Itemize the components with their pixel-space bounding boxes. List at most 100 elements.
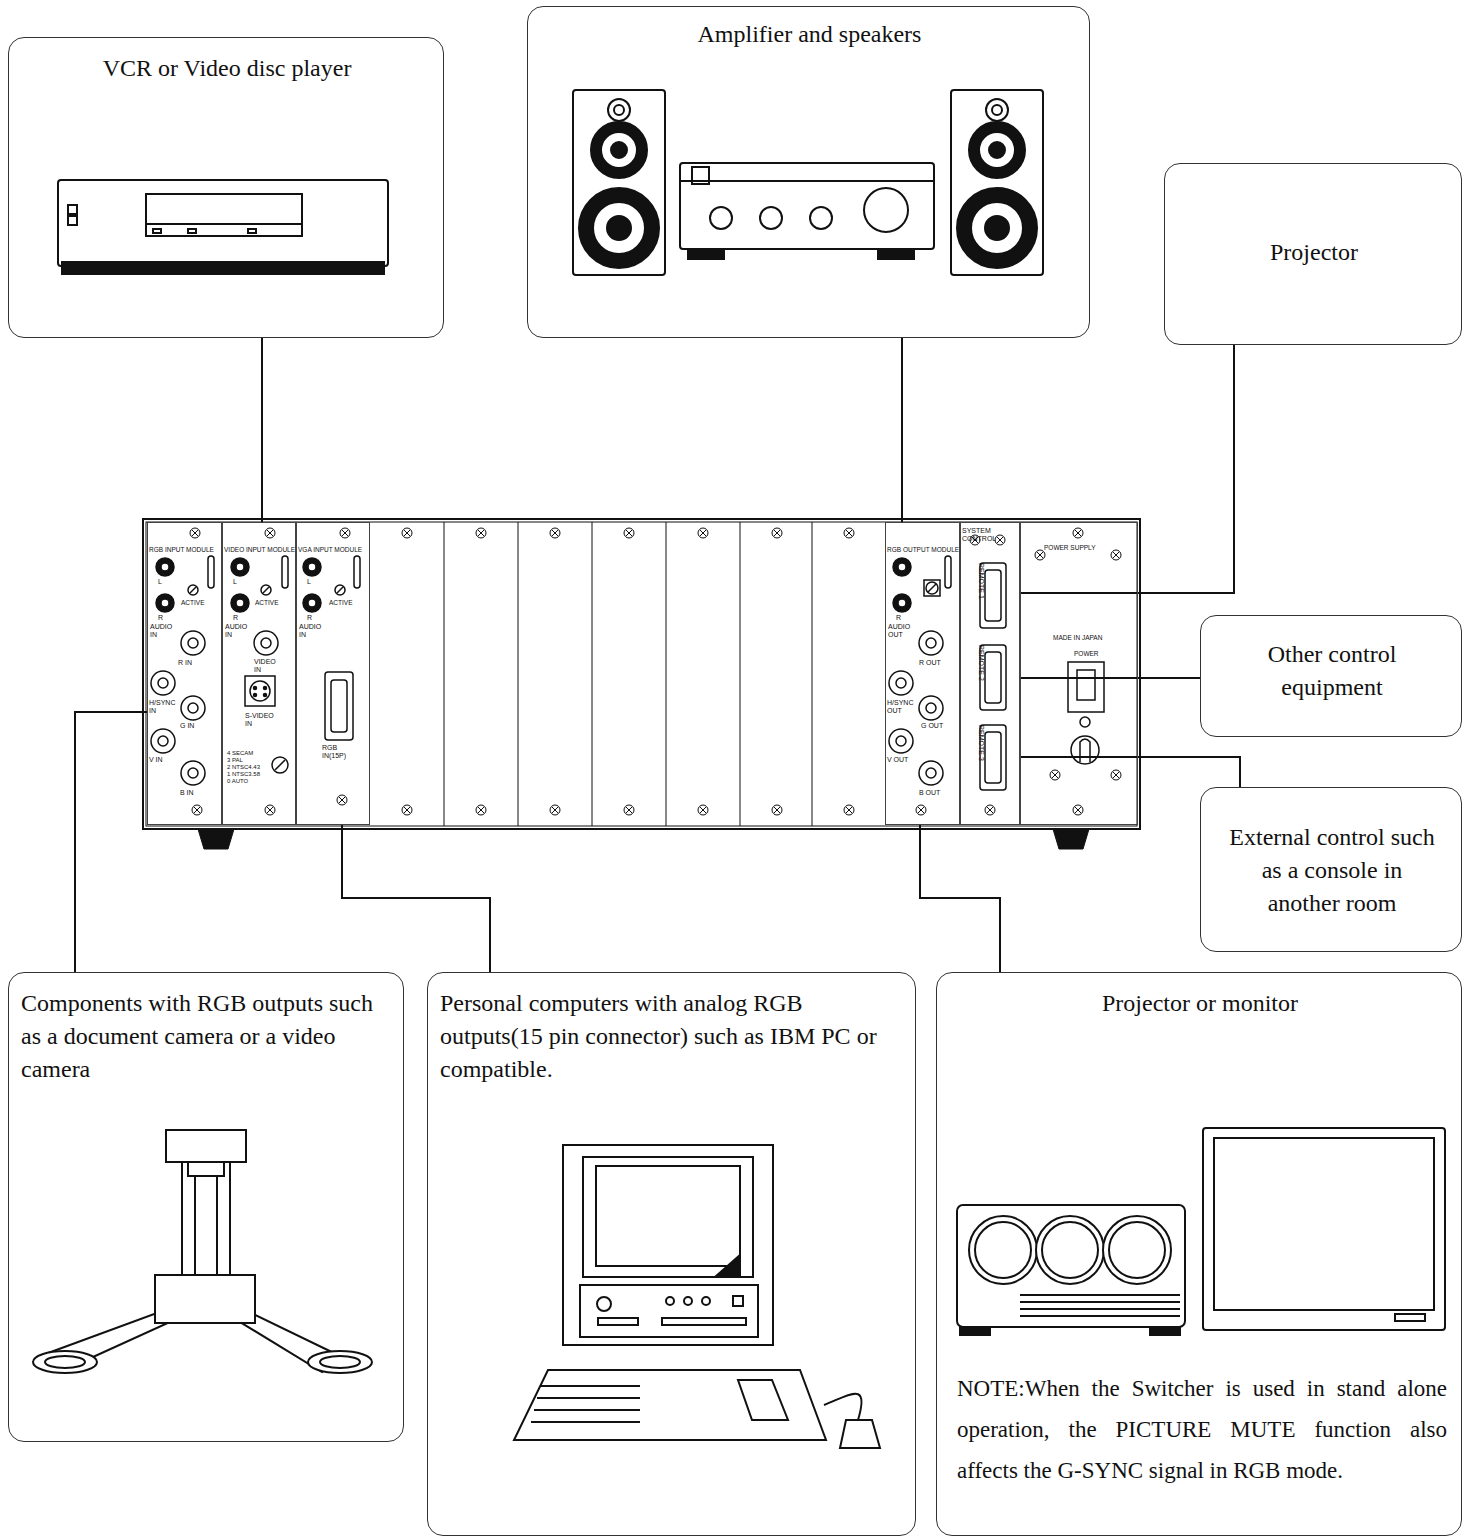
panel-label: R	[233, 614, 243, 622]
module-jacks-part	[250, 681, 270, 701]
panel-label: G IN	[180, 722, 198, 730]
panel-label: G OUT	[921, 722, 945, 730]
vga-input-module: VGA INPUT MODULELACTIVERAUDIO INRGB IN(1…	[296, 522, 370, 825]
panel-label: AUDIO IN	[150, 623, 178, 639]
projector-monitor-part	[1042, 1222, 1098, 1278]
panel-label: AUDIO IN	[299, 623, 327, 639]
module-jacks-part	[261, 638, 271, 648]
panel-label: S-VIDEO IN	[245, 712, 275, 728]
system-control-module: SYSTEM CONTROLREMOTE 1REMOTE 2REMOTE 3	[960, 522, 1020, 825]
document-camera-part	[308, 1351, 372, 1373]
vcr-box: VCR or Video disc player	[8, 37, 444, 338]
speakers-amplifier-part	[810, 207, 832, 229]
module-jacks-part	[161, 563, 169, 571]
panel-label: MADE IN JAPAN	[1053, 634, 1102, 641]
switcher-chassis-part	[444, 522, 445, 826]
panel-label: VIDEO INPUT MODULE	[224, 546, 295, 553]
module-jacks-part	[303, 558, 321, 576]
note-text: NOTE:When the Switcher is used in stand …	[957, 1368, 1447, 1491]
panel-label: L	[158, 578, 168, 586]
box-label: Other control equipment	[1232, 638, 1432, 704]
speakers-amplifier-part	[573, 90, 665, 275]
module-jacks-part	[308, 599, 316, 607]
panel-label: SYSTEM CONTROL	[962, 527, 1006, 543]
connector-line	[1020, 757, 1240, 787]
panel-label: ACTIVE	[181, 599, 204, 606]
module-jacks-part	[156, 594, 174, 612]
video-input-module: VIDEO INPUT MODULELACTIVERAUDIO INVIDEO …	[222, 522, 296, 825]
screw-cross	[1037, 552, 1043, 558]
vcr-part	[68, 216, 77, 225]
switcher-chassis-part	[198, 829, 234, 849]
screw	[476, 805, 486, 815]
module-jacks-part	[896, 736, 906, 746]
screw-cross	[478, 530, 484, 536]
speakers-amplifier-part	[579, 188, 659, 268]
screw	[624, 528, 634, 538]
external-control-box: External control such as a console in an…	[1200, 787, 1462, 952]
speakers-amplifier-part	[611, 142, 627, 158]
module-jacks-part	[188, 585, 198, 595]
speakers-amplifier-part	[601, 132, 637, 168]
module-jacks-part	[919, 696, 943, 720]
screw	[1073, 528, 1083, 538]
module-jacks-part	[354, 556, 360, 588]
screw-cross	[700, 530, 706, 536]
speakers-amplifier-part	[591, 122, 647, 178]
screw-cross	[918, 807, 924, 813]
panel-label: L	[233, 578, 243, 586]
computer-part	[540, 1385, 640, 1387]
screw	[550, 528, 560, 538]
module-jacks-part	[1068, 662, 1104, 712]
vcr-part	[248, 229, 256, 233]
switcher-chassis-part	[143, 519, 1140, 829]
screw	[192, 805, 202, 815]
speakers-amplifier-part	[614, 105, 624, 115]
module-jacks-part	[985, 570, 1001, 621]
switcher-chassis-part	[518, 522, 519, 826]
rgb-components-box: Components with RGB outputs such as a do…	[8, 972, 404, 1442]
screw-cross	[846, 530, 852, 536]
speakers-amplifier-part	[680, 180, 934, 182]
module-jacks-part	[985, 652, 1001, 703]
connector-line	[75, 712, 147, 972]
screw	[1111, 770, 1121, 780]
screw	[844, 805, 854, 815]
panel-label: POWER SUPPLY	[1044, 544, 1096, 551]
panel-label: RGB OUTPUT MODULE	[887, 546, 959, 553]
screw-cross	[1075, 807, 1081, 813]
projector-monitor-part	[960, 1327, 990, 1335]
module-jacks-part	[181, 631, 205, 655]
panel-label: AUDIO IN	[225, 623, 253, 639]
screw-cross	[267, 530, 273, 536]
speakers-amplifier-part	[986, 99, 1008, 121]
computer-part	[666, 1297, 674, 1305]
vcr	[58, 180, 388, 274]
module-jacks-part	[331, 680, 347, 732]
module-jacks-part	[245, 676, 275, 706]
module-jacks-part	[236, 563, 244, 571]
vcr-part	[62, 262, 384, 274]
document-camera-part	[194, 1160, 196, 1275]
panel-label: 4 SECAM	[227, 750, 253, 757]
vcr-part	[146, 194, 302, 236]
projector-monitor-part	[1020, 1301, 1180, 1303]
screw-cross	[339, 797, 345, 803]
module-jacks-part	[985, 732, 1001, 783]
panel-label: B IN	[180, 789, 198, 797]
screw-cross	[700, 807, 706, 813]
speakers-amplifier-part	[992, 105, 1002, 115]
module-jacks-part	[325, 672, 353, 740]
module-jacks-part	[1077, 670, 1095, 700]
module-jacks-part	[190, 587, 196, 593]
projector-monitor-part	[1203, 1128, 1445, 1330]
screw	[402, 528, 412, 538]
vcr-part	[153, 229, 161, 233]
module-jacks-part	[263, 587, 269, 593]
vcr-part	[68, 205, 77, 214]
module-jacks-part	[924, 580, 940, 596]
panel-label: H/SYNC IN	[149, 699, 179, 715]
